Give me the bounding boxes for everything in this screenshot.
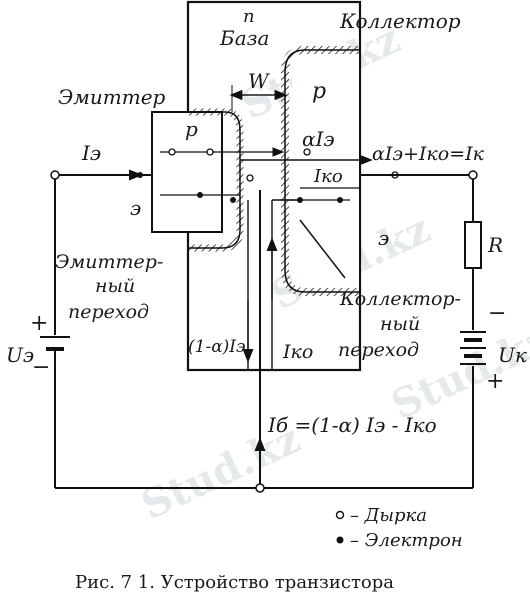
- electron-markers: [137, 172, 343, 203]
- electron-marker-5: [337, 197, 343, 203]
- emitter-junction-outline: [188, 111, 241, 249]
- emitter-battery: [40, 336, 70, 351]
- label-iko-bottom: Iко: [282, 341, 313, 363]
- label-uk-minus: −: [488, 301, 506, 326]
- label-emitter-junction-3: переход: [68, 301, 149, 323]
- label-collector-junction-3: переход: [338, 339, 419, 361]
- collector-terminal: [468, 170, 478, 180]
- collector-block: [292, 50, 360, 290]
- label-emitter-junction-2: ный: [95, 275, 135, 297]
- hole-marker-3: [246, 174, 254, 182]
- label-collector-current: αIэ+Iко=Iк: [372, 143, 485, 165]
- label-base: База: [219, 26, 269, 50]
- label-ue: Uэ: [6, 343, 34, 367]
- label-w: W: [248, 69, 270, 93]
- emitter-terminal: [50, 170, 60, 180]
- label-collector-junction-2: ный: [380, 313, 420, 335]
- label-p-collector: p: [312, 79, 326, 104]
- label-p-emitter: p: [185, 117, 198, 141]
- label-emitter-junction-1: Эмиттер-: [55, 251, 163, 273]
- label-collector-junction-1: Коллектор-: [339, 288, 461, 310]
- collector-battery: [460, 331, 486, 365]
- label-ib-formula: Iб =(1-α) Iэ - Iко: [267, 413, 437, 437]
- legend-electron-marker: [336, 536, 344, 544]
- electron-marker-2: [197, 192, 203, 198]
- collector-junction-outline: [284, 49, 360, 293]
- legend-hole-label: – Дырка: [350, 505, 427, 526]
- label-collector: Коллектор: [339, 9, 461, 33]
- legend: – Дырка – Электрон: [335, 505, 463, 551]
- label-alpha-ie: αIэ: [302, 127, 335, 151]
- label-uk: Uк: [498, 343, 527, 367]
- electron-marker-3: [230, 197, 236, 203]
- label-uk-plus: +: [486, 369, 504, 394]
- label-ie: Iэ: [81, 141, 101, 165]
- electron-marker-1: [137, 172, 143, 178]
- collector-pointer: [299, 219, 346, 279]
- label-n: n: [243, 6, 255, 27]
- hole-marker-5: [303, 148, 311, 156]
- label-one-minus-alpha: (1-α)Iэ: [188, 337, 246, 357]
- label-ue-minus: −: [32, 355, 50, 380]
- figure-caption: Рис. 7 1. Устройство транзистора: [75, 572, 394, 593]
- emitter-block: [151, 111, 223, 233]
- base-terminal: [255, 483, 265, 493]
- label-e-emitter: э: [130, 196, 141, 220]
- label-iko-top: Iко: [313, 166, 343, 187]
- hole-marker-1: [168, 148, 176, 156]
- legend-hole-marker: [335, 510, 345, 520]
- label-e-collector: э: [378, 226, 389, 250]
- legend-electron-label: – Электрон: [350, 530, 463, 551]
- label-emitter: Эмиттер: [58, 85, 166, 109]
- hole-marker-2: [206, 148, 214, 156]
- label-ue-plus: +: [30, 311, 48, 336]
- label-r: R: [487, 233, 503, 257]
- resistor-r: [464, 221, 482, 269]
